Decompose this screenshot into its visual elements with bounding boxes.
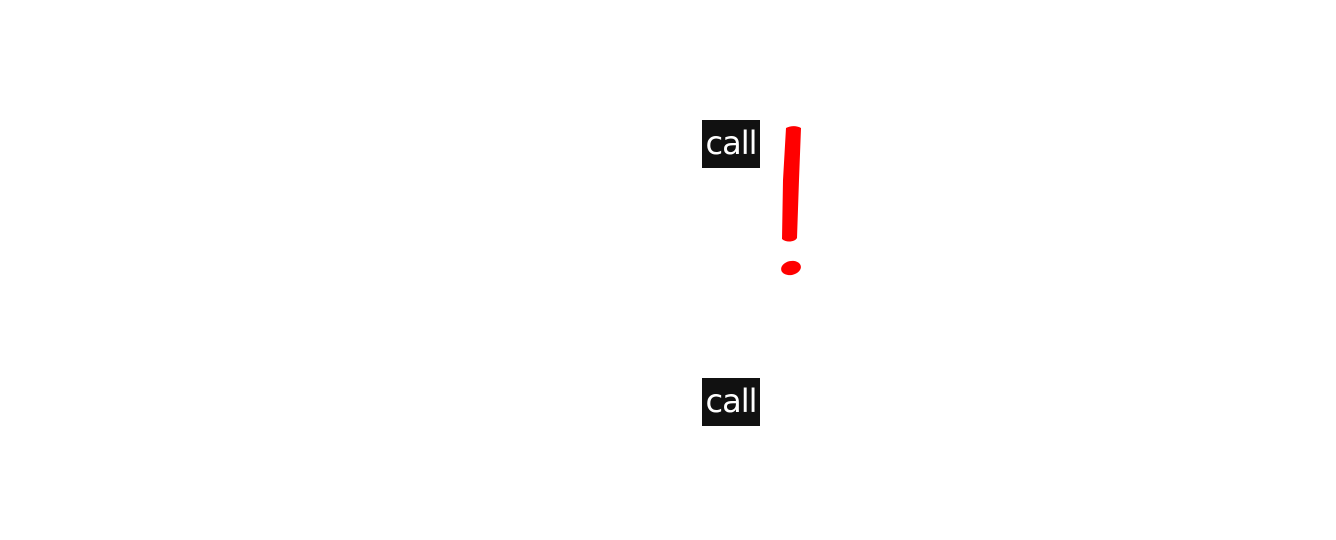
exclamation-icon bbox=[781, 126, 801, 276]
call-button-top[interactable]: call bbox=[702, 120, 760, 168]
call-button-bottom[interactable]: call bbox=[702, 378, 760, 426]
